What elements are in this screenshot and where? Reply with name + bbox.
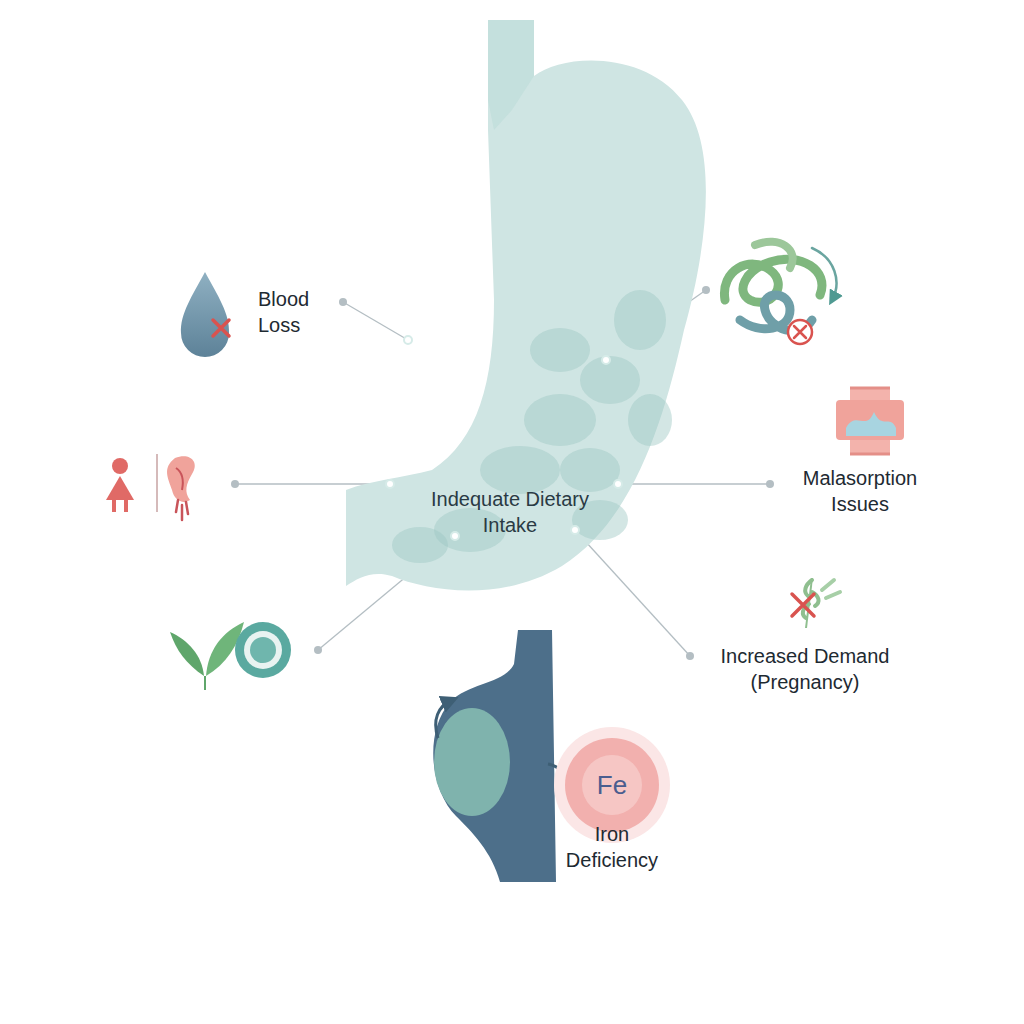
intestine-loop [755,242,793,268]
leader-dot [386,480,394,488]
stomach-fold [480,446,560,494]
cause-label: Increased Demand (Pregnancy) [695,643,915,695]
stomach-fold [530,328,590,372]
grain-icon [792,578,840,628]
plate-center [250,637,276,663]
plate-outer [235,622,291,678]
leaf [170,632,204,676]
villi [846,412,896,436]
leader-dot [314,646,322,654]
leader-dot [686,652,694,660]
plate-rim [244,631,282,669]
cycle-arrow [812,248,836,300]
grain [822,580,840,598]
vegetarian-icon [170,622,291,690]
element-symbol: Fe [562,769,662,801]
cause-label: Blood Loss [258,286,338,338]
leader-dot [339,298,347,306]
belly [434,708,510,816]
stomach-fold [614,290,666,350]
uterus-line [176,468,183,490]
pregnancy-figure [433,630,570,882]
stomach-fold [628,394,672,446]
leader-dot [614,480,622,488]
drop-shape [181,272,229,357]
vessel-edge [850,388,890,454]
leader-line [343,302,408,340]
uterus-shape [167,456,195,502]
leader-dot [602,356,610,364]
cycle-arrow [436,700,452,738]
esophagus [488,20,534,130]
stem [204,676,206,690]
blocked-circle [788,320,812,344]
leader-dot [571,526,579,534]
cause-label: Malasorption Issues [780,465,940,517]
leader-dot [404,336,412,344]
stomach-fold [524,394,596,446]
malabsorption-icon [836,388,904,454]
leader-line [575,530,690,656]
stomach-fold [580,356,640,404]
blood-drips [176,500,188,520]
stomach-shape: Indequate Dietary Intake [340,20,700,610]
cross-mark [794,326,806,338]
person-legs [114,500,126,512]
divider [156,454,158,512]
cross-mark [792,594,814,616]
blood-drop-icon [181,272,229,357]
stomach-body [346,20,706,591]
stomach-fold [560,448,620,492]
leader-dot [766,480,774,488]
silhouette [433,630,556,882]
person-head [112,458,128,474]
intestine-icon [724,242,836,344]
leader-line [618,483,770,484]
leader-dot [451,532,459,540]
stomach-group [346,20,706,591]
person-dress [106,476,134,500]
leader-dot [231,480,239,488]
node-caption: Iron Deficiency [552,821,672,873]
stomach-label: Indequate Dietary Intake [410,486,610,538]
stomach-fold [392,527,448,563]
menstruation-icon [106,454,195,520]
vessel-band [836,400,904,440]
cross-mark [213,320,229,336]
leader-dot [702,286,710,294]
iron-circle: FeIron Deficiency [562,735,662,835]
